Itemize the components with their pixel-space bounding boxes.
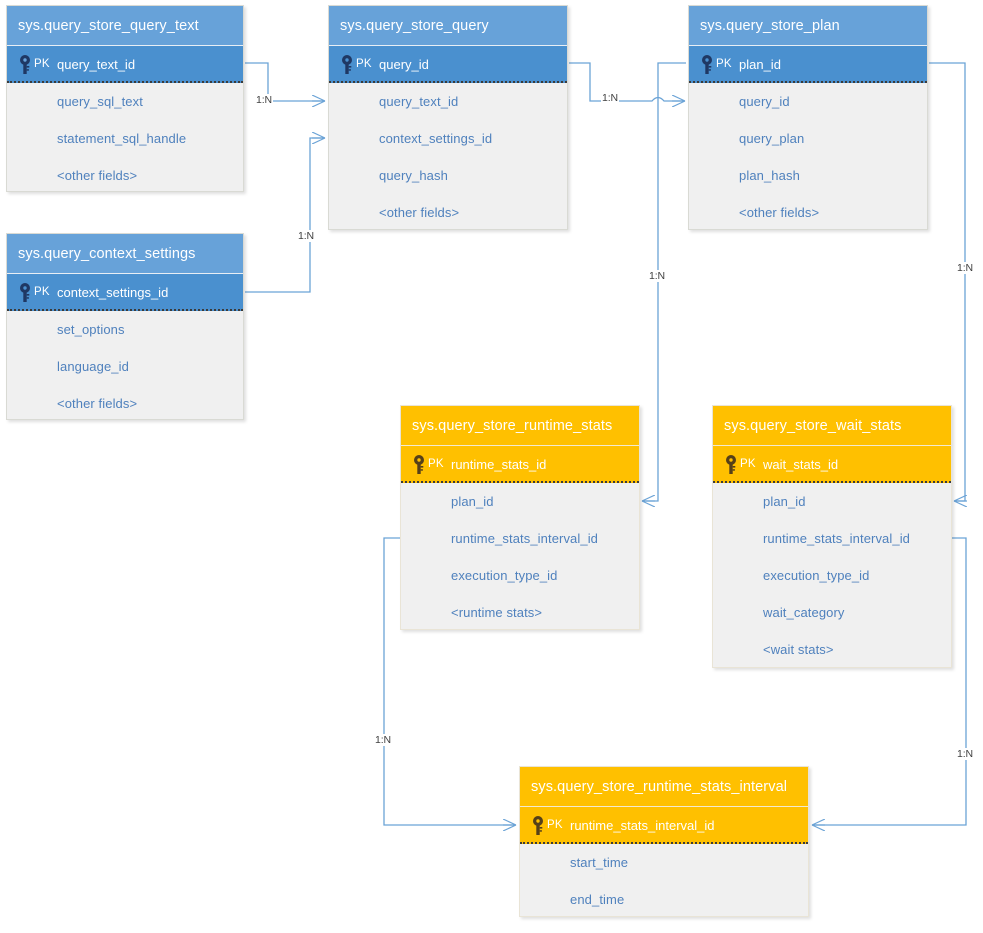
field-row: query_id bbox=[739, 94, 790, 109]
primary-key-row[interactable]: PK query_id bbox=[329, 46, 567, 83]
cardinality-label-context-to-query: 1:N bbox=[297, 230, 316, 242]
pk-field-name: context_settings_id bbox=[57, 285, 169, 300]
pk-field-name: wait_stats_id bbox=[763, 457, 839, 472]
cardinality-label-plan-to-wait-stats: 1:N bbox=[956, 262, 975, 274]
entity-title: sys.query_store_wait_stats bbox=[713, 406, 951, 446]
field-row: runtime_stats_interval_id bbox=[763, 531, 911, 546]
primary-key-row[interactable]: PK plan_id bbox=[689, 46, 927, 83]
field-row: plan_id bbox=[763, 494, 806, 509]
primary-key-row[interactable]: PK wait_stats_id bbox=[713, 446, 951, 483]
pk-tag: PK bbox=[716, 58, 732, 70]
field-row: runtime_stats_interval_id bbox=[451, 531, 599, 546]
field-row: end_time bbox=[570, 892, 625, 907]
entity-fields: start_time end_time bbox=[520, 844, 808, 930]
field-row: <wait stats> bbox=[763, 642, 834, 657]
field-row: language_id bbox=[57, 359, 129, 374]
entity-fields: plan_id runtime_stats_interval_id execut… bbox=[713, 483, 951, 680]
field-row: execution_type_id bbox=[451, 568, 558, 583]
pk-tag: PK bbox=[428, 458, 444, 470]
entity-title: sys.query_store_plan bbox=[689, 6, 927, 46]
entity-fields: query_sql_text statement_sql_handle <oth… bbox=[7, 83, 243, 206]
cardinality-label-query-to-plan: 1:N bbox=[601, 92, 620, 104]
entity-title: sys.query_context_settings bbox=[7, 234, 243, 274]
field-row: query_sql_text bbox=[57, 94, 143, 109]
key-icon bbox=[702, 55, 712, 74]
entity-title: sys.query_store_runtime_stats_interval bbox=[520, 767, 808, 807]
field-row: query_text_id bbox=[379, 94, 459, 109]
pk-tag: PK bbox=[740, 458, 756, 470]
field-row: query_hash bbox=[379, 168, 448, 183]
connector-query-to-plan bbox=[569, 62, 685, 101]
cardinality-label-plan-to-runtime-stats: 1:N bbox=[648, 270, 667, 282]
pk-field-name: query_id bbox=[379, 57, 429, 72]
entity-fields: plan_id runtime_stats_interval_id execut… bbox=[401, 483, 639, 643]
field-row: start_time bbox=[570, 855, 629, 870]
connector-context-to-query bbox=[245, 138, 325, 293]
key-icon bbox=[726, 455, 736, 474]
field-row: execution_type_id bbox=[763, 568, 870, 583]
field-row: wait_category bbox=[763, 605, 845, 620]
field-row: query_plan bbox=[739, 131, 805, 146]
entity-query-context-settings[interactable]: sys.query_context_settings PK context_se… bbox=[6, 233, 244, 420]
field-row: <other fields> bbox=[739, 205, 820, 220]
entity-query-store-wait-stats[interactable]: sys.query_store_wait_stats PK wait_stats… bbox=[712, 405, 952, 668]
field-row: <other fields> bbox=[57, 396, 138, 411]
field-row: plan_hash bbox=[739, 168, 800, 183]
pk-field-name: plan_id bbox=[739, 57, 781, 72]
key-icon bbox=[414, 455, 424, 474]
field-row: plan_id bbox=[451, 494, 494, 509]
entity-query-store-runtime-stats-interval[interactable]: sys.query_store_runtime_stats_interval P… bbox=[519, 766, 809, 917]
pk-tag: PK bbox=[34, 286, 50, 298]
entity-title: sys.query_store_runtime_stats bbox=[401, 406, 639, 446]
entity-query-store-plan[interactable]: sys.query_store_plan PK plan_id query_id… bbox=[688, 5, 928, 230]
field-row: <other fields> bbox=[379, 205, 460, 220]
pk-field-name: query_text_id bbox=[57, 57, 136, 72]
entity-query-store-runtime-stats[interactable]: sys.query_store_runtime_stats PK runtime… bbox=[400, 405, 640, 630]
field-row: <runtime stats> bbox=[451, 605, 543, 620]
key-icon bbox=[342, 55, 352, 74]
entity-fields: query_id query_plan plan_hash <other fie… bbox=[689, 83, 927, 243]
entity-fields: query_text_id context_settings_id query_… bbox=[329, 83, 567, 243]
entity-title: sys.query_store_query bbox=[329, 6, 567, 46]
cardinality-label-wait-stats-to-interval: 1:N bbox=[956, 748, 975, 760]
key-icon bbox=[533, 816, 543, 835]
primary-key-row[interactable]: PK runtime_stats_id bbox=[401, 446, 639, 483]
field-row: <other fields> bbox=[57, 168, 138, 183]
key-icon bbox=[20, 55, 30, 74]
entity-fields: set_options language_id <other fields> bbox=[7, 311, 243, 434]
entity-title: sys.query_store_query_text bbox=[7, 6, 243, 46]
primary-key-row[interactable]: PK query_text_id bbox=[7, 46, 243, 83]
primary-key-row[interactable]: PK context_settings_id bbox=[7, 274, 243, 311]
field-row: statement_sql_handle bbox=[57, 131, 187, 146]
cardinality-label-runtime-stats-to-interval: 1:N bbox=[374, 734, 393, 746]
field-row: set_options bbox=[57, 322, 125, 337]
pk-tag: PK bbox=[34, 58, 50, 70]
entity-query-store-query[interactable]: sys.query_store_query PK query_id query_… bbox=[328, 5, 568, 230]
field-row: context_settings_id bbox=[379, 131, 493, 146]
connector-plan-to-runtime-stats bbox=[642, 62, 686, 501]
pk-tag: PK bbox=[547, 819, 563, 831]
primary-key-row[interactable]: PK runtime_stats_interval_id bbox=[520, 807, 808, 844]
entity-query-store-query-text[interactable]: sys.query_store_query_text PK query_text… bbox=[6, 5, 244, 192]
key-icon bbox=[20, 283, 30, 302]
cardinality-label-text-to-query: 1:N bbox=[255, 94, 274, 106]
pk-field-name: runtime_stats_interval_id bbox=[570, 818, 715, 833]
pk-field-name: runtime_stats_id bbox=[451, 457, 547, 472]
pk-tag: PK bbox=[356, 58, 372, 70]
